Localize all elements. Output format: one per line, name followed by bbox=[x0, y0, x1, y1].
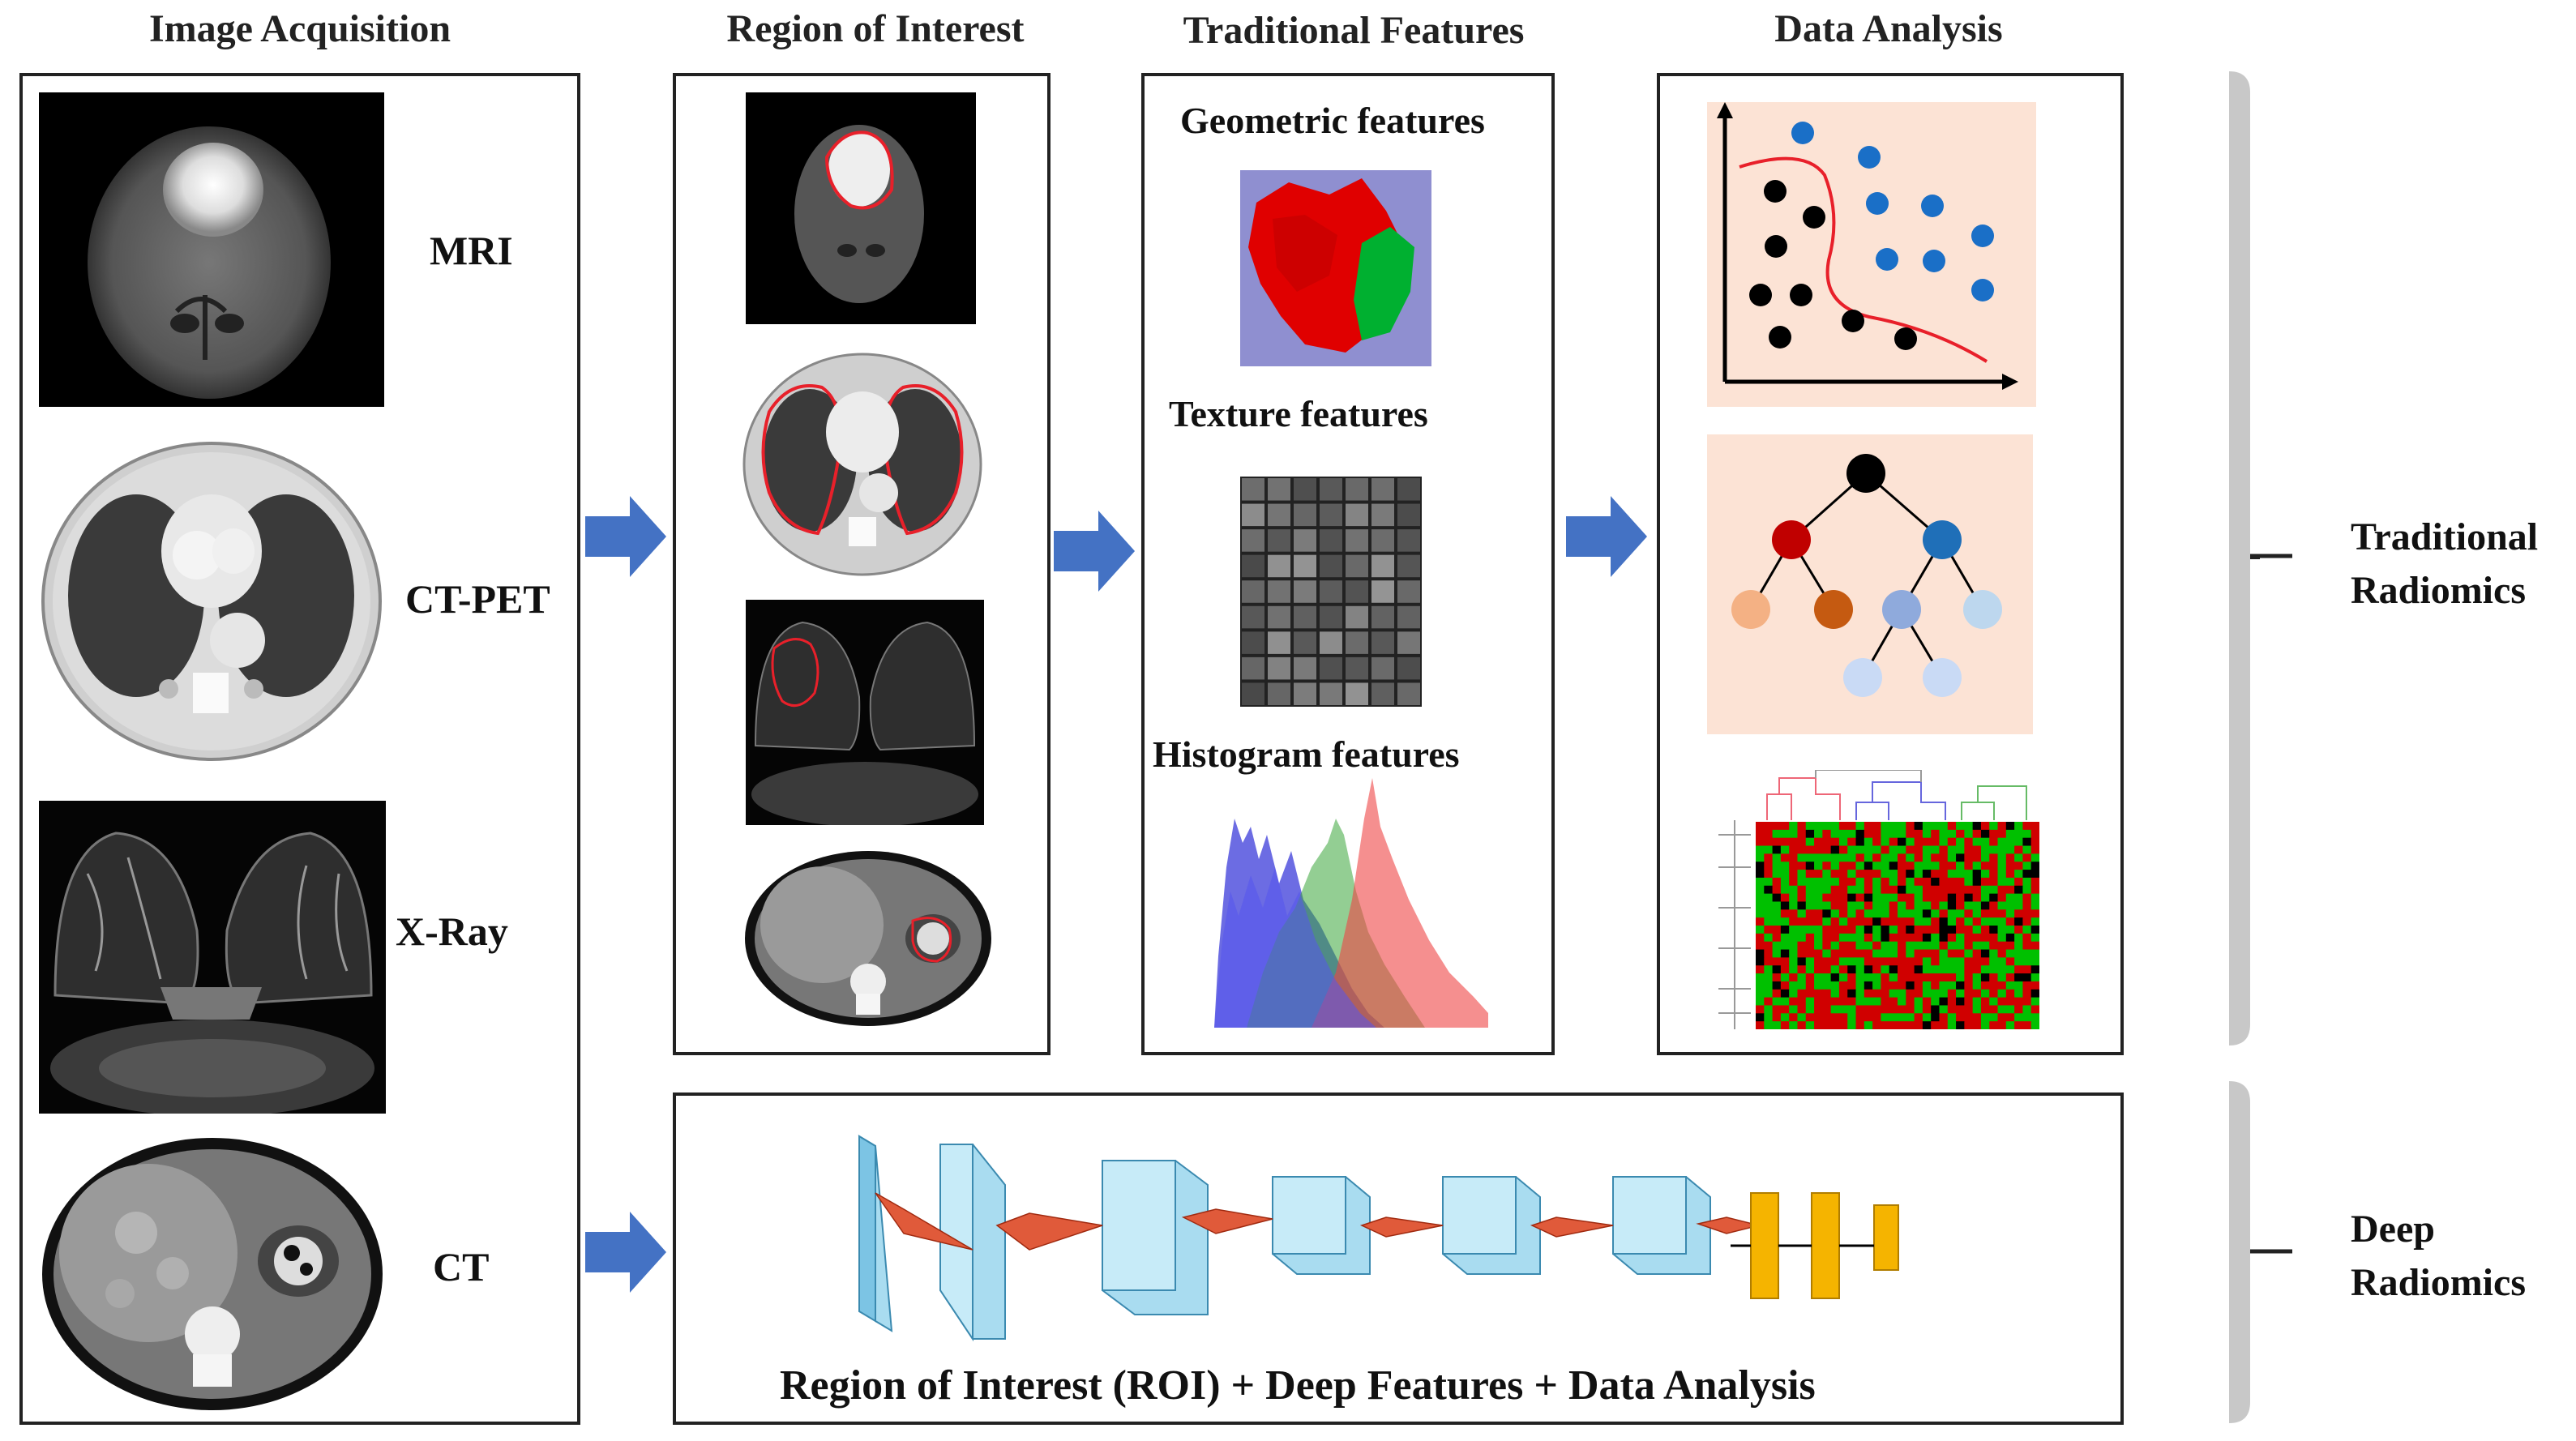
mri-image bbox=[39, 92, 384, 407]
histogram-features-label: Histogram features bbox=[1153, 733, 1460, 775]
modality-label-mri: MRI bbox=[430, 228, 513, 273]
modality-label-ct-pet: CT-PET bbox=[405, 576, 550, 622]
roi-mri-image bbox=[746, 92, 976, 324]
deep-label-line2: Radiomics bbox=[2351, 1261, 2526, 1304]
header-traditional-features: Traditional Features bbox=[1183, 9, 1525, 52]
traditional-label-line2: Radiomics bbox=[2351, 569, 2526, 612]
scatter-classification-plot bbox=[1707, 102, 2036, 407]
ct-image bbox=[39, 1131, 386, 1413]
arrow-acquisition-to-deep bbox=[585, 1212, 666, 1293]
deep-radiomics-panel bbox=[673, 1093, 2124, 1425]
ct-pet-image bbox=[39, 430, 384, 773]
arrow-roi-to-features bbox=[1054, 511, 1135, 592]
modality-label-ct: CT bbox=[433, 1244, 490, 1289]
deep-radiomics-bracket bbox=[2227, 1078, 2260, 1426]
deep-bracket-tick bbox=[2250, 1249, 2292, 1254]
header-image-acquisition: Image Acquisition bbox=[148, 7, 451, 50]
decision-tree-diagram bbox=[1707, 434, 2033, 734]
header-region-of-interest: Region of Interest bbox=[726, 7, 1025, 50]
geometric-features-label: Geometric features bbox=[1180, 100, 1485, 141]
deep-label-line1: Deep bbox=[2351, 1208, 2435, 1251]
x-ray-image bbox=[39, 801, 386, 1114]
deep-radiomics-caption: Region of Interest (ROI) + Deep Features… bbox=[780, 1362, 1816, 1409]
roi-x-ray-image bbox=[746, 600, 984, 825]
roi-ct-pet-image bbox=[741, 347, 984, 582]
arrow-acquisition-to-roi bbox=[585, 496, 666, 577]
traditional-radiomics-label: Traditional Radiomics bbox=[2351, 511, 2538, 618]
clustered-heatmap bbox=[1702, 770, 2039, 1029]
modality-label-x-ray: X-Ray bbox=[396, 909, 508, 954]
texture-features-label: Texture features bbox=[1169, 393, 1428, 434]
traditional-bracket-tick bbox=[2250, 554, 2292, 558]
cnn-input-layer bbox=[858, 1135, 893, 1332]
texture-features-image bbox=[1240, 477, 1422, 707]
histogram-features-chart bbox=[1214, 770, 1488, 1028]
roi-ct-image bbox=[742, 848, 994, 1029]
cnn-architecture-diagram bbox=[843, 1128, 1962, 1347]
deep-radiomics-label: Deep Radiomics bbox=[2351, 1203, 2526, 1310]
header-data-analysis: Data Analysis bbox=[1774, 7, 2003, 50]
traditional-label-line1: Traditional bbox=[2351, 515, 2539, 558]
arrow-features-to-analysis bbox=[1566, 496, 1647, 577]
geometric-features-image bbox=[1240, 170, 1431, 366]
